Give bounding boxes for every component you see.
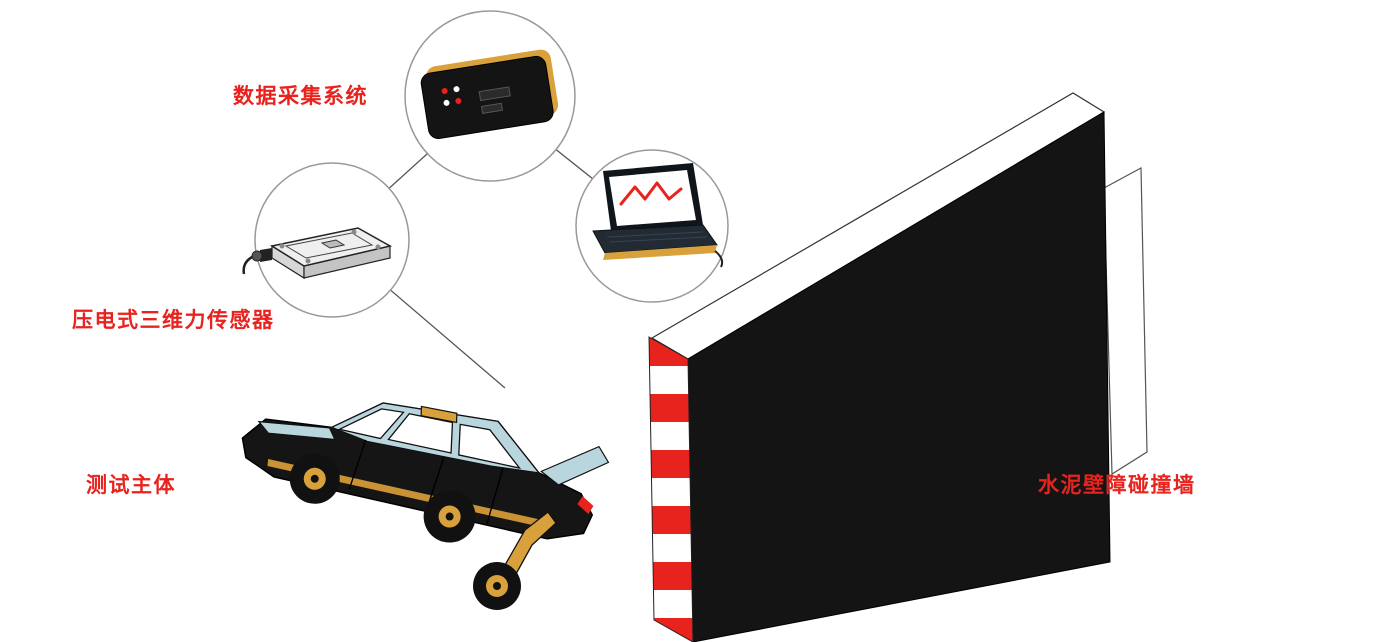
car-windshield: [337, 408, 405, 440]
sensor-screw-3: [375, 244, 381, 250]
sensor-connector: [260, 248, 272, 262]
sensor-device-icon: [242, 227, 393, 280]
wall-side-panel: [1103, 167, 1148, 476]
car-trunk-lid: [540, 445, 610, 486]
wall-striped-edge: [648, 336, 694, 642]
laptop-front-edge: [603, 245, 717, 260]
label-force-sensor: 压电式三维力传感器: [72, 309, 275, 332]
label-test-subject: 测试主体: [86, 474, 176, 497]
car-sunroof: [420, 405, 458, 424]
wall-front-face: [687, 111, 1111, 642]
daq-led-white-2: [443, 99, 450, 106]
sensor-screw-2: [351, 229, 357, 235]
sensor-top-detail: [284, 232, 374, 259]
car-wheel-front: [289, 453, 340, 504]
daq-led-white-1: [453, 86, 460, 93]
label-crash-wall: 水泥壁障碰撞墙: [1038, 474, 1196, 497]
car-wheel-detached: [473, 562, 521, 610]
sensor-connector-plug: [251, 250, 263, 262]
laptop-screen: [609, 170, 696, 226]
callout-daq: [404, 10, 576, 182]
daq-port-2: [480, 102, 503, 114]
signal-graph-line: [619, 181, 683, 206]
sensor-center-element: [320, 239, 346, 249]
sensor-screw-1: [279, 243, 285, 249]
test-vehicle: [241, 402, 610, 610]
laptop-cable: [714, 250, 724, 268]
daq-device-icon: [420, 49, 559, 139]
car-wheel-rear: [423, 490, 476, 543]
callout-laptop: [575, 149, 729, 303]
sensor-cable: [242, 255, 253, 275]
car-window-front: [387, 413, 454, 454]
label-daq-system: 数据采集系统: [233, 85, 368, 108]
sensor-screw-4: [305, 258, 311, 264]
car-window-rear: [458, 423, 522, 470]
crash-wall: [648, 92, 1148, 642]
laptop-icon: [592, 163, 724, 268]
callout-sensor: [242, 162, 410, 318]
laptop-keys-row-2: [609, 236, 708, 243]
daq-port-1: [478, 86, 511, 102]
car-hood: [257, 420, 336, 441]
daq-led-red: [441, 88, 448, 95]
laptop-keys-row-1: [606, 231, 704, 238]
car-taillight: [577, 496, 594, 515]
daq-led-red-2: [455, 98, 462, 105]
